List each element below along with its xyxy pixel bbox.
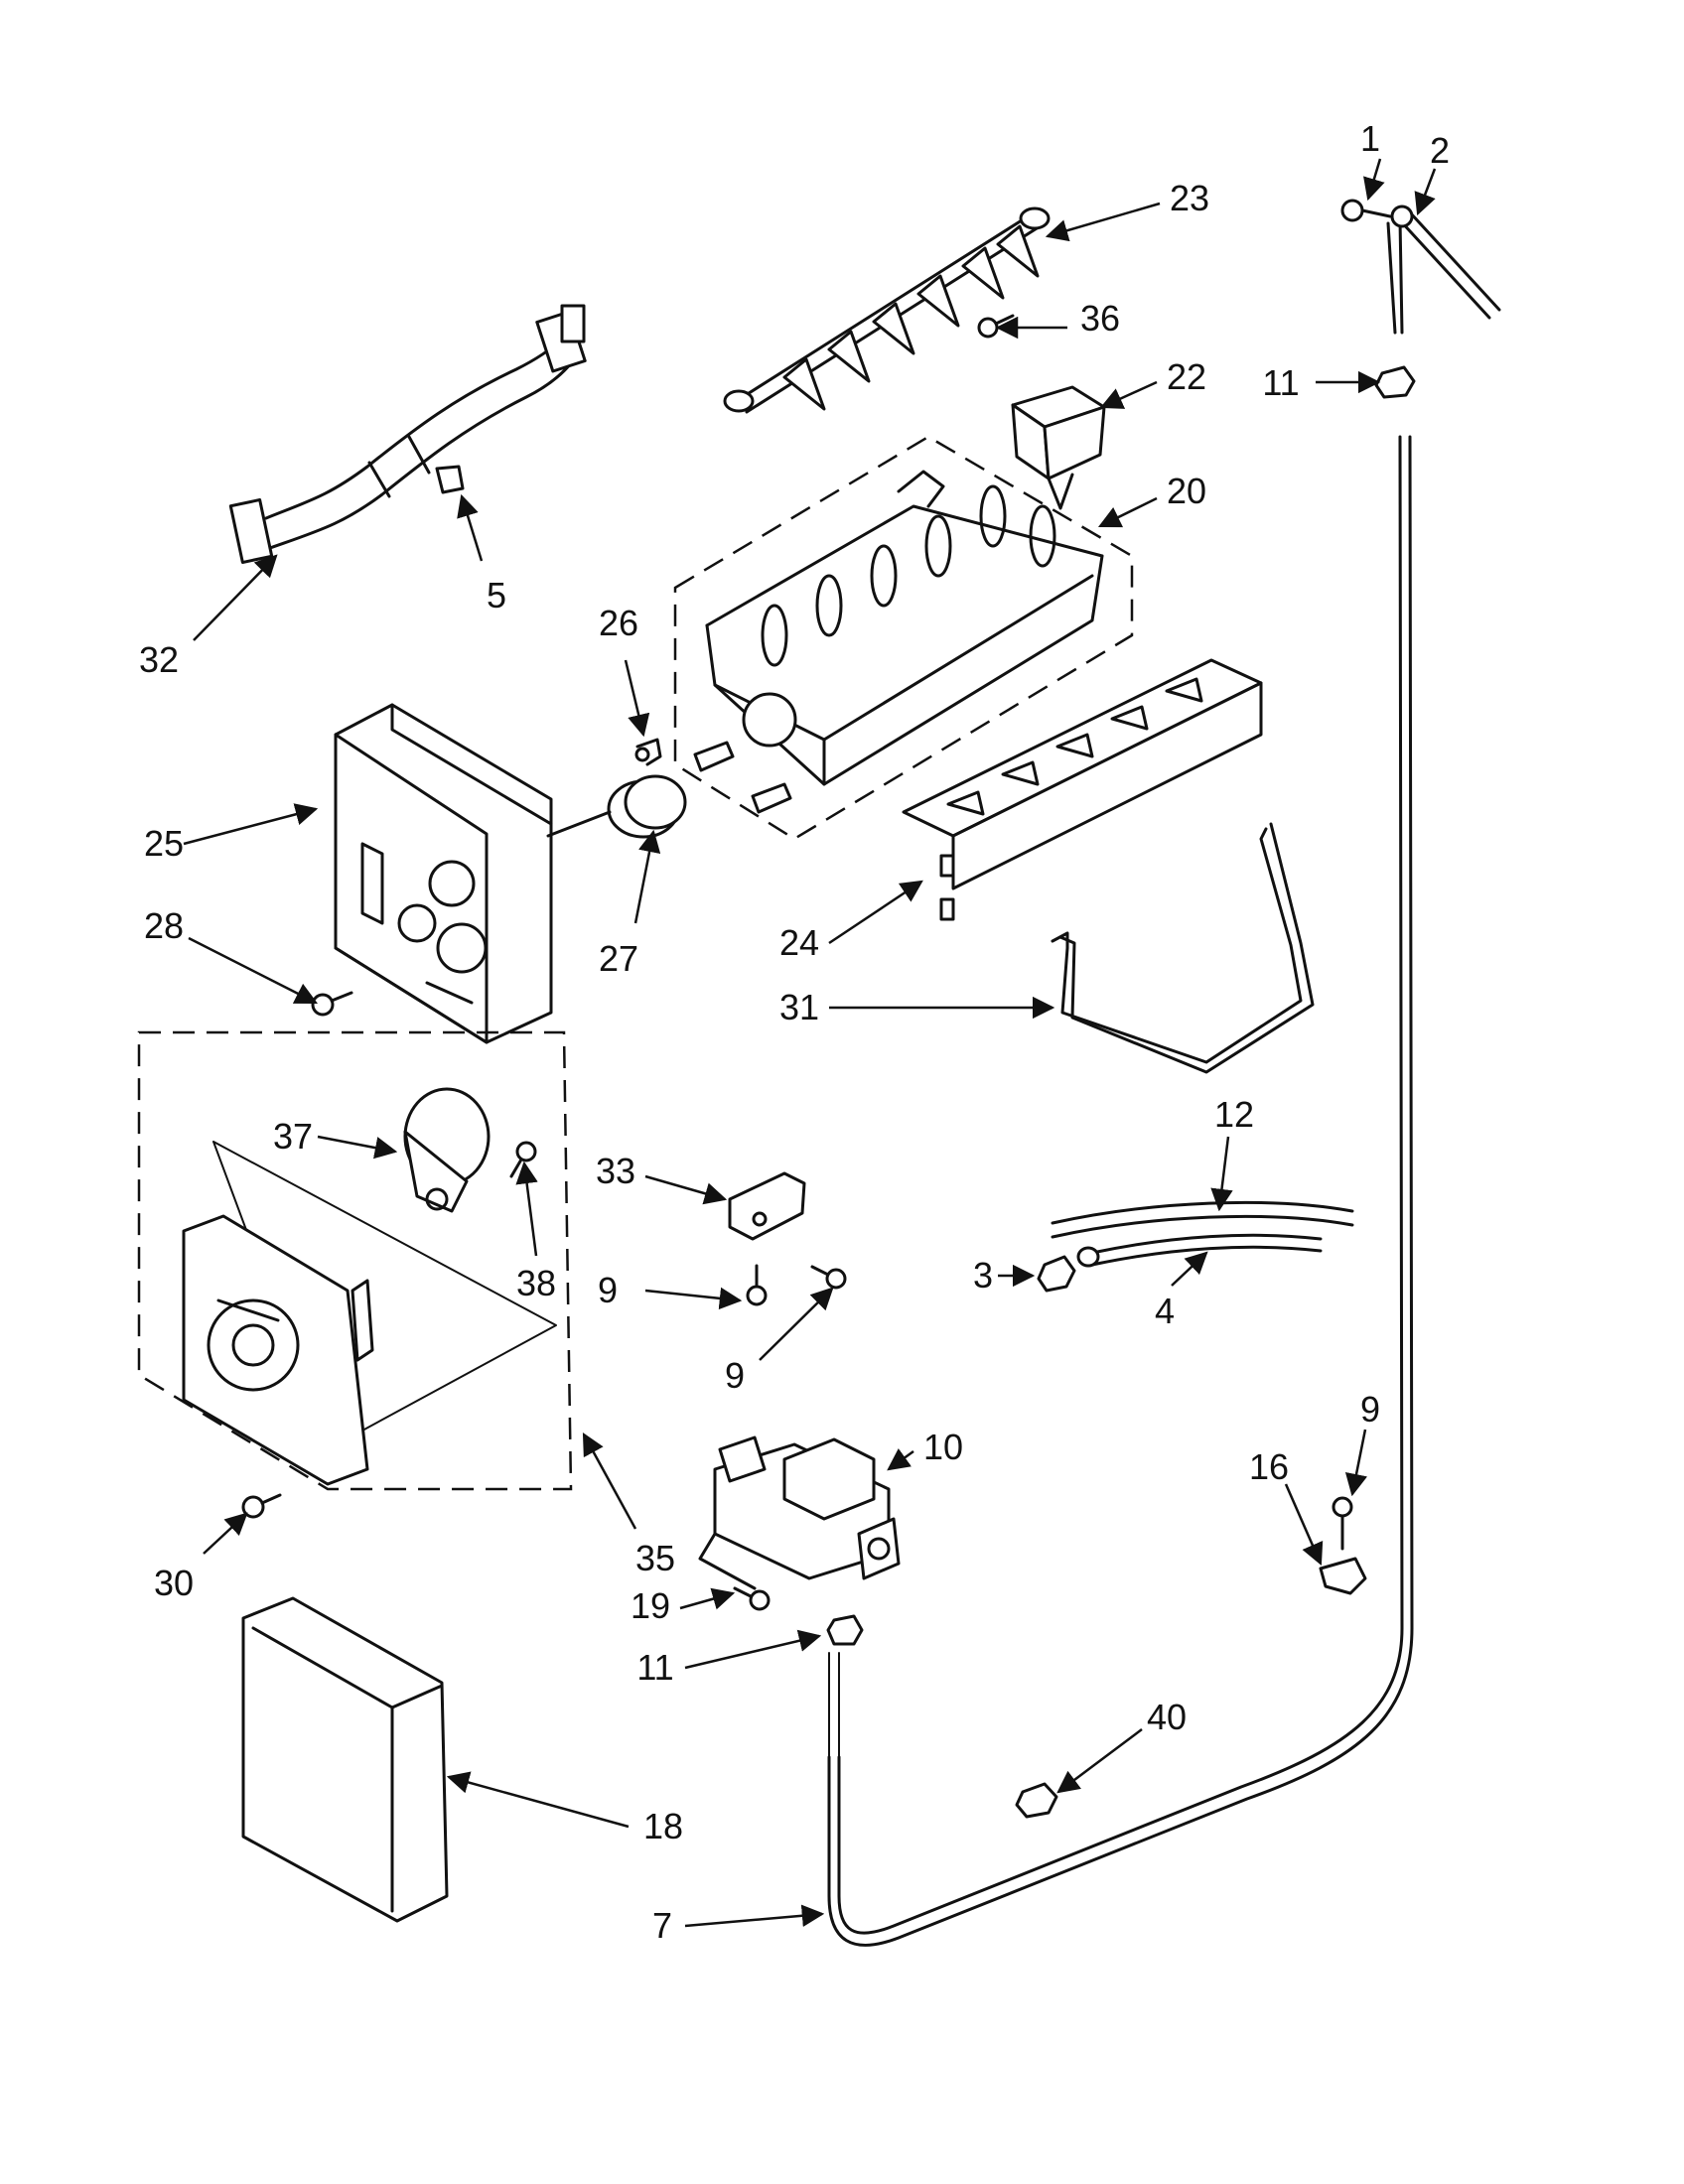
motor-gear-part bbox=[546, 774, 687, 839]
callout-33: 33 bbox=[596, 1151, 635, 1191]
callout-5: 5 bbox=[487, 575, 506, 615]
callout-9-left: 9 bbox=[598, 1270, 618, 1310]
wire-harness-part bbox=[228, 304, 587, 564]
callout-4: 4 bbox=[1155, 1291, 1175, 1331]
callout-11-top: 11 bbox=[1262, 362, 1299, 403]
callout-32: 32 bbox=[139, 639, 179, 680]
callout-25: 25 bbox=[144, 823, 184, 864]
module-housing-part bbox=[334, 703, 553, 1044]
callout-9-right: 9 bbox=[1360, 1389, 1380, 1430]
callout-26: 26 bbox=[599, 603, 638, 643]
water-valve-part bbox=[698, 1435, 901, 1590]
callout-16: 16 bbox=[1249, 1446, 1289, 1487]
screw-part bbox=[810, 1265, 847, 1290]
screw-part bbox=[746, 1264, 768, 1306]
motor-part bbox=[403, 1087, 491, 1213]
nut-part bbox=[1374, 365, 1416, 399]
callout-23: 23 bbox=[1170, 178, 1209, 218]
callout-10: 10 bbox=[923, 1427, 963, 1467]
clip-part bbox=[634, 738, 662, 766]
callout-18: 18 bbox=[643, 1806, 683, 1846]
water-tube-part bbox=[827, 435, 1414, 1947]
mold-cover-part bbox=[1011, 385, 1106, 510]
screw-part bbox=[509, 1141, 537, 1178]
callout-40: 40 bbox=[1147, 1697, 1187, 1737]
callout-27: 27 bbox=[599, 938, 638, 979]
tube-part bbox=[1051, 1200, 1354, 1239]
screw-part bbox=[311, 991, 353, 1017]
tube-part bbox=[1076, 1233, 1323, 1268]
ice-mold-part bbox=[673, 435, 1134, 841]
callout-19: 19 bbox=[631, 1585, 670, 1626]
front-cover-part bbox=[241, 1596, 449, 1923]
ejector-part bbox=[723, 206, 1051, 414]
callout-31: 31 bbox=[779, 987, 819, 1027]
callout-labels: 1 2 3 4 5 7 9 9 9 10 11 11 12 16 18 19 2… bbox=[139, 118, 1450, 1946]
nut-part bbox=[826, 1614, 864, 1646]
callout-30: 30 bbox=[154, 1563, 194, 1603]
module-assembly-part bbox=[137, 1030, 573, 1491]
screw-part bbox=[1332, 1496, 1353, 1551]
nut-part bbox=[1037, 1255, 1076, 1293]
callout-38: 38 bbox=[516, 1263, 556, 1303]
callout-35: 35 bbox=[635, 1538, 675, 1578]
screw-part bbox=[241, 1493, 282, 1519]
stripper-part bbox=[902, 658, 1263, 921]
callout-3: 3 bbox=[973, 1255, 993, 1296]
callout-28: 28 bbox=[144, 905, 184, 946]
callout-7: 7 bbox=[652, 1905, 672, 1946]
callout-11-bottom: 11 bbox=[636, 1647, 673, 1688]
callout-24: 24 bbox=[779, 922, 819, 963]
screw-part bbox=[977, 314, 1015, 339]
nut-part bbox=[1015, 1782, 1058, 1819]
callout-37: 37 bbox=[273, 1116, 313, 1157]
shutoff-arm-part bbox=[1051, 822, 1315, 1074]
callout-9-center: 9 bbox=[725, 1355, 745, 1396]
callout-36: 36 bbox=[1080, 298, 1120, 339]
bracket-part bbox=[728, 1171, 806, 1241]
callout-2: 2 bbox=[1430, 130, 1450, 171]
fill-tube-part bbox=[1386, 205, 1501, 335]
leader-lines bbox=[183, 158, 1437, 1928]
clamp-part bbox=[1319, 1557, 1367, 1595]
callout-20: 20 bbox=[1167, 471, 1206, 511]
callout-12: 12 bbox=[1214, 1094, 1254, 1135]
callout-22: 22 bbox=[1167, 356, 1206, 397]
callout-1: 1 bbox=[1360, 118, 1380, 159]
screw-part bbox=[1340, 199, 1392, 222]
screw-part bbox=[733, 1586, 771, 1611]
